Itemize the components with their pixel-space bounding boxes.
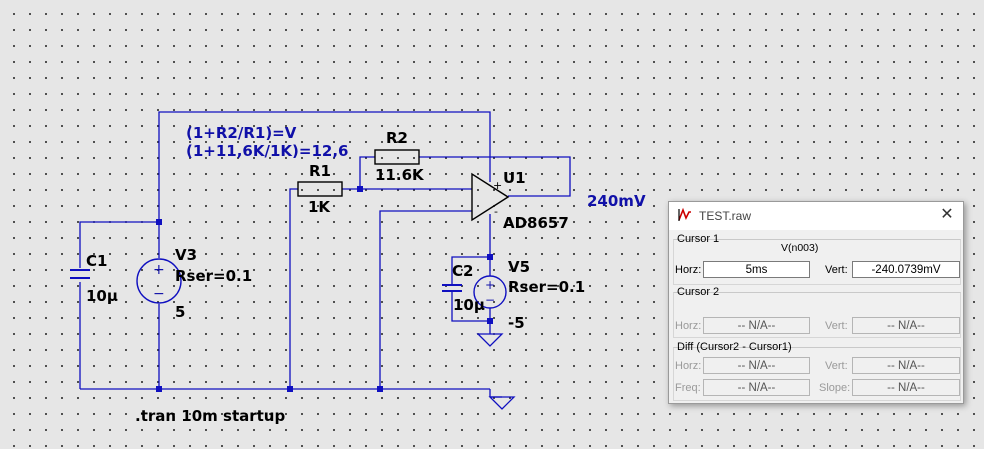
capacitor-c1[interactable] bbox=[70, 269, 90, 279]
v3-plus-sign: + bbox=[153, 262, 165, 278]
cursor2-horz-field: -- N/A-- bbox=[703, 317, 810, 334]
u1-model: AD8657 bbox=[503, 214, 569, 232]
capacitor-c2[interactable] bbox=[442, 284, 462, 292]
v5-plus-sign: + bbox=[485, 278, 496, 292]
opamp-u1[interactable] bbox=[471, 172, 510, 222]
diff-horz-field: -- N/A-- bbox=[703, 357, 810, 374]
ground-symbol bbox=[488, 396, 516, 410]
cursor1-horz-label: Horz: bbox=[675, 264, 702, 276]
opamp-inv-minus: - bbox=[494, 205, 498, 218]
c2-value: 10µ bbox=[453, 296, 485, 314]
cursor1-vert-field[interactable]: -240.0739mV bbox=[852, 261, 960, 278]
diff-freq-field: -- N/A-- bbox=[703, 379, 810, 396]
cursor1-vert-label: Vert: bbox=[825, 264, 848, 276]
c1-name: C1 bbox=[86, 252, 108, 270]
ltspice-icon bbox=[678, 207, 691, 221]
ground-symbol bbox=[476, 333, 504, 347]
v3-minus-sign: − bbox=[153, 286, 165, 302]
diff-group bbox=[673, 347, 961, 401]
output-net-label: 240mV bbox=[587, 192, 646, 210]
junction-dots bbox=[156, 186, 493, 392]
v3-name: V3 bbox=[175, 246, 198, 264]
cursor1-group bbox=[673, 239, 961, 285]
cursor2-group bbox=[673, 292, 961, 338]
r1-name: R1 bbox=[309, 162, 331, 180]
v5-name: V5 bbox=[508, 258, 531, 276]
formula-line2: (1+11,6K/1K)=12,6 bbox=[186, 142, 349, 160]
c2-name: C2 bbox=[452, 262, 474, 280]
v5-rser: Rser=0.1 bbox=[508, 278, 586, 296]
v5-value: -5 bbox=[508, 314, 525, 332]
voltage-source-v5[interactable] bbox=[473, 275, 507, 309]
diff-vert-label: Vert: bbox=[825, 360, 848, 372]
opamp-noninv-plus: + bbox=[493, 179, 503, 192]
window-titlebar[interactable]: TEST.raw ✕ bbox=[669, 202, 963, 230]
cursor1-title: Cursor 1 bbox=[677, 233, 720, 245]
r2-name: R2 bbox=[386, 129, 408, 147]
v3-rser: Rser=0.1 bbox=[175, 267, 253, 285]
diff-title: Diff (Cursor2 - Cursor1) bbox=[677, 341, 792, 353]
cursor2-title: Cursor 2 bbox=[677, 286, 720, 298]
window-title: TEST.raw bbox=[699, 209, 752, 223]
cursor-window[interactable]: TEST.raw ✕ Cursor 1 V(n003) Horz: 5ms Ve… bbox=[668, 201, 964, 404]
cursor1-trace: V(n003) bbox=[781, 242, 819, 254]
v5-minus-sign: − bbox=[485, 293, 496, 307]
r2-value: 11.6K bbox=[375, 166, 424, 184]
resistor-r2[interactable] bbox=[374, 149, 420, 165]
r1-value: 1K bbox=[308, 198, 331, 216]
diff-freq-label: Freq: bbox=[675, 382, 701, 394]
resistor-r1[interactable] bbox=[297, 181, 343, 197]
cursor1-horz-field[interactable]: 5ms bbox=[703, 261, 810, 278]
cursor2-vert-label: Vert: bbox=[825, 320, 848, 332]
v3-value: 5 bbox=[175, 303, 186, 321]
voltage-source-v3[interactable] bbox=[136, 258, 182, 304]
diff-slope-field: -- N/A-- bbox=[852, 379, 960, 396]
c1-value: 10µ bbox=[86, 287, 118, 305]
cursor2-vert-field: -- N/A-- bbox=[852, 317, 960, 334]
formula-line1: (1+R2/R1)=V bbox=[186, 124, 297, 142]
wires bbox=[79, 111, 571, 397]
spice-directive[interactable]: .tran 10m startup bbox=[135, 407, 286, 425]
diff-vert-field: -- N/A-- bbox=[852, 357, 960, 374]
close-icon[interactable]: ✕ bbox=[940, 206, 954, 223]
diff-slope-label: Slope: bbox=[819, 382, 851, 394]
u1-name: U1 bbox=[503, 169, 526, 187]
diff-horz-label: Horz: bbox=[675, 360, 702, 372]
cursor2-horz-label: Horz: bbox=[675, 320, 702, 332]
